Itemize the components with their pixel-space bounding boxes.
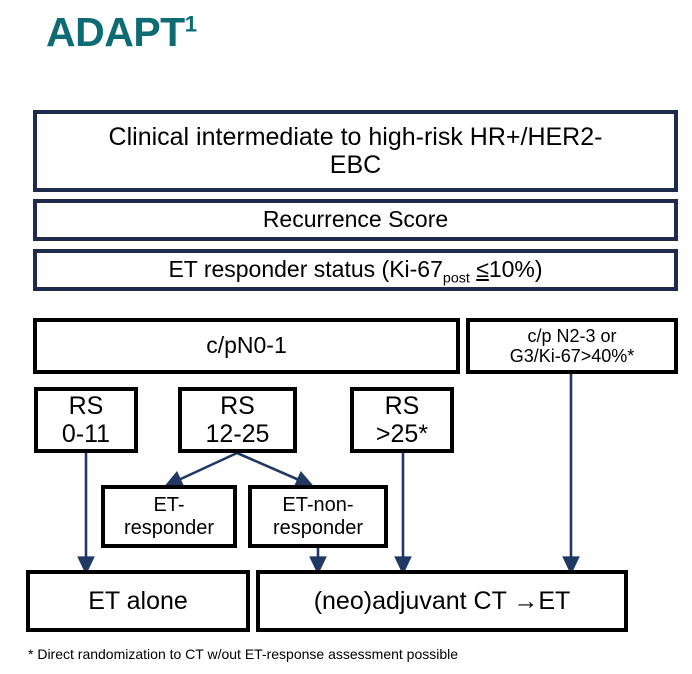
population-box-line2: EBC — [329, 151, 382, 179]
et-responder-box-line1: ET- — [153, 494, 185, 517]
high-risk-box-line2: G3/Ki-67>40%* — [509, 346, 635, 366]
et-non-responder-box-line1: ET-non- — [282, 494, 354, 517]
et-responder-status-label: ET responder status (Ki-67post ≤10%) — [168, 256, 543, 286]
nodal-status-box-cpn0-1: c/pN0-1 — [33, 318, 460, 374]
treatment-box-neoadjuvant-ct-et-label: (neo)adjuvant CT →ET — [313, 587, 571, 615]
rs-box-12-25: RS 12-25 — [178, 387, 297, 453]
rs-box-gt-25: RS >25* — [350, 387, 454, 453]
et-responder-status-prefix: ET responder status (Ki-67 — [168, 256, 443, 283]
arrow-rs12-25-to-et-responder — [163, 451, 238, 487]
et-responder-box-line2: responder — [123, 516, 215, 539]
nodal-status-label: c/pN0-1 — [206, 332, 287, 359]
high-risk-box-line1: c/p N2-3 or — [527, 325, 617, 346]
treatment-box-neoadjuvant-ct-et: (neo)adjuvant CT →ET — [256, 570, 628, 632]
et-responder-status-operator: ≤ — [476, 256, 489, 283]
treatment-box-et-alone: ET alone — [26, 570, 250, 632]
arrow-rs12-25-to-et-non-responder — [236, 451, 315, 488]
page-title-superscript: 1 — [184, 11, 197, 37]
et-responder-status-box: ET responder status (Ki-67post ≤10%) — [33, 249, 678, 291]
population-box: Clinical intermediate to high-risk HR+/H… — [33, 110, 678, 192]
rs-box-0-11-line2: 0-11 — [61, 420, 111, 448]
rs-box-0-11: RS 0-11 — [34, 387, 138, 453]
et-responder-status-subscript: post — [442, 270, 470, 287]
rs-box-gt-25-line1: RS — [384, 392, 420, 420]
page-title-text: ADAPT — [46, 9, 185, 55]
rs-box-12-25-line1: RS — [220, 392, 255, 420]
et-responder-status-suffix: 10%) — [488, 256, 543, 283]
recurrence-score-box: Recurrence Score — [33, 199, 678, 241]
et-responder-box: ET- responder — [101, 485, 237, 548]
high-risk-box: c/p N2-3 or G3/Ki-67>40%* — [466, 318, 678, 374]
treatment-box-et-alone-label: ET alone — [88, 587, 188, 615]
page-title: ADAPT1 — [46, 9, 197, 55]
rs-box-gt-25-line2: >25* — [375, 420, 429, 448]
rs-box-12-25-line2: 12-25 — [205, 420, 270, 448]
et-non-responder-box: ET-non- responder — [248, 485, 388, 548]
population-box-line1: Clinical intermediate to high-risk HR+/H… — [108, 123, 603, 151]
et-non-responder-box-line2: responder — [272, 516, 364, 539]
footnote: * Direct randomization to CT w/out ET-re… — [28, 646, 459, 662]
rs-box-0-11-line1: RS — [68, 392, 104, 420]
recurrence-score-label: Recurrence Score — [262, 206, 449, 233]
